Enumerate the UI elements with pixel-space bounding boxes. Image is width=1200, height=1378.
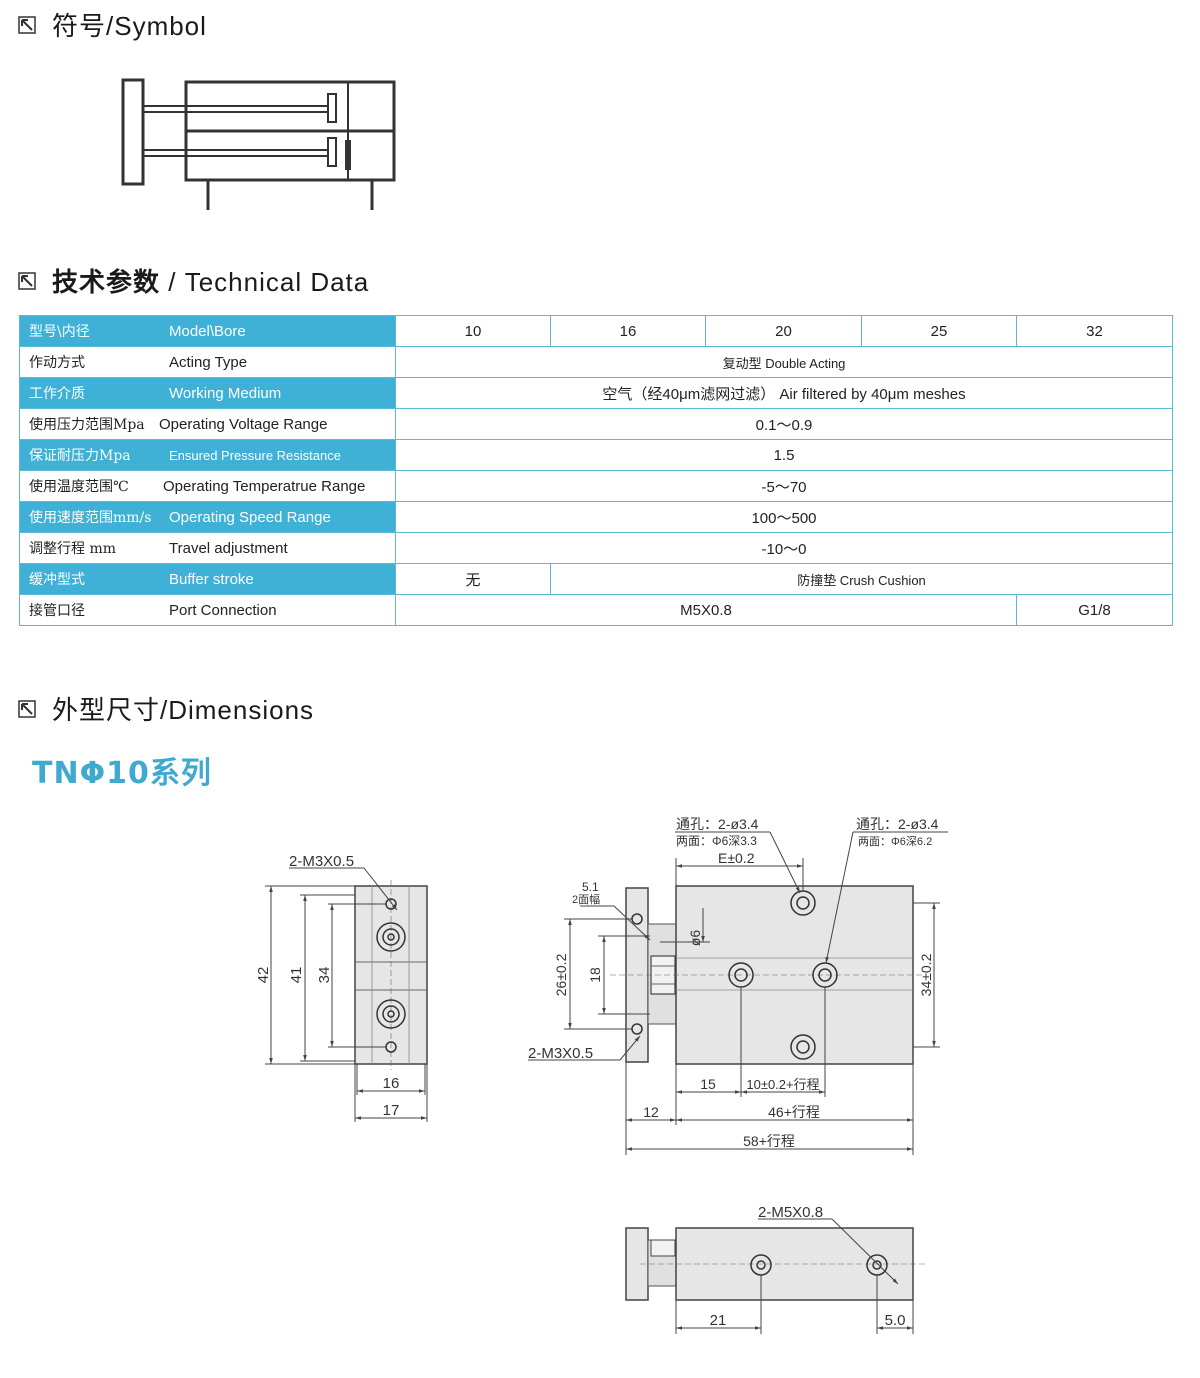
value-cell: M5X0.8 [395, 594, 1017, 626]
dim-w10: 10±0.2+行程 [746, 1077, 819, 1092]
dim-w17: 17 [383, 1102, 400, 1119]
side-thread-label: 2-M3X0.5 [289, 853, 354, 870]
dim-w21: 21 [710, 1312, 727, 1329]
value-cell: 100～500 [395, 501, 1173, 533]
section-dimensions-header: 外型尺寸/Dimensions [18, 690, 314, 727]
dim-e-tol: E±0.2 [718, 850, 755, 866]
flat-size: 5.1 [582, 880, 599, 894]
value-cell: -10～0 [395, 532, 1173, 564]
dim-h42: 42 [255, 967, 272, 984]
dim-w58: 58+行程 [743, 1133, 795, 1149]
front-hole1-note: 通孔：2-ø3.4 [676, 816, 759, 832]
dim-d6: ø6 [687, 930, 703, 947]
series-title: TNΦ10系列 [32, 756, 212, 791]
symbol-end-plate [121, 78, 145, 186]
bore-cell: 10 [395, 315, 551, 347]
section-tech-header: 技术参数 / Technical Data [18, 262, 369, 299]
value-cell: 防撞垫 Crush Cushion [550, 563, 1173, 595]
section-symbol-header: 符号/Symbol [18, 6, 207, 43]
section-symbol-title: 符号/Symbol [52, 11, 207, 41]
flat-note: 2面幅 [572, 893, 600, 906]
value-cell: 无 [395, 563, 551, 595]
bore-cell: 20 [705, 315, 862, 347]
section-marker-icon [18, 15, 36, 34]
dim-h34: 34 [316, 967, 333, 984]
bore-cell: 25 [861, 315, 1017, 347]
front-hole1-counterbore: 两面：Φ6深3.3 [676, 834, 757, 848]
front-thread-label: 2-M3X0.5 [528, 1045, 593, 1062]
value-cell: 1.5 [395, 439, 1173, 471]
cylinder-symbol-diagram [121, 78, 396, 210]
dim-w12: 12 [643, 1104, 659, 1120]
dim-w15: 15 [700, 1076, 716, 1092]
front-hole2-counterbore: 两面：Φ6深6.2 [858, 835, 932, 848]
dim-h34-tol: 34±0.2 [918, 953, 934, 996]
bottom-thread-label: 2-M5X0.8 [758, 1204, 823, 1221]
bottom-view: 2-M5X0.8 21 5.0 [625, 1204, 925, 1334]
section-marker-icon [18, 699, 36, 718]
value-cell: 空气（经40μm滤网过滤） Air filtered by 40μm meshe… [395, 377, 1173, 409]
value-cell: -5～70 [395, 470, 1173, 502]
front-view: 通孔：2-ø3.4 两面：Φ6深3.3 E±0.2 通孔：2-ø3.4 两面：Φ… [528, 816, 948, 1155]
value-cell: G1/8 [1016, 594, 1173, 626]
side-view: 2-M3X0.5 42 41 34 16 17 [255, 853, 428, 1122]
dimension-drawings: 2-M3X0.5 42 41 34 16 17 [255, 816, 948, 1334]
dim-w16: 16 [383, 1075, 400, 1092]
section-dimensions-title: 外型尺寸/Dimensions [52, 695, 315, 725]
dim-h41: 41 [288, 967, 305, 984]
bore-cell: 32 [1016, 315, 1173, 347]
front-hole2-note: 通孔：2-ø3.4 [856, 816, 939, 832]
dim-w5: 5.0 [885, 1312, 906, 1329]
dim-w46: 46+行程 [768, 1104, 820, 1120]
bore-cell: 16 [550, 315, 706, 347]
value-cell: 复动型 Double Acting [395, 346, 1173, 378]
value-cell: 0.1～0.9 [395, 408, 1173, 440]
section-tech-title: 技术参数 / Technical Data [52, 267, 370, 298]
section-marker-icon [18, 271, 36, 290]
dim-h18: 18 [587, 967, 603, 983]
dim-h26: 26±0.2 [553, 953, 569, 996]
